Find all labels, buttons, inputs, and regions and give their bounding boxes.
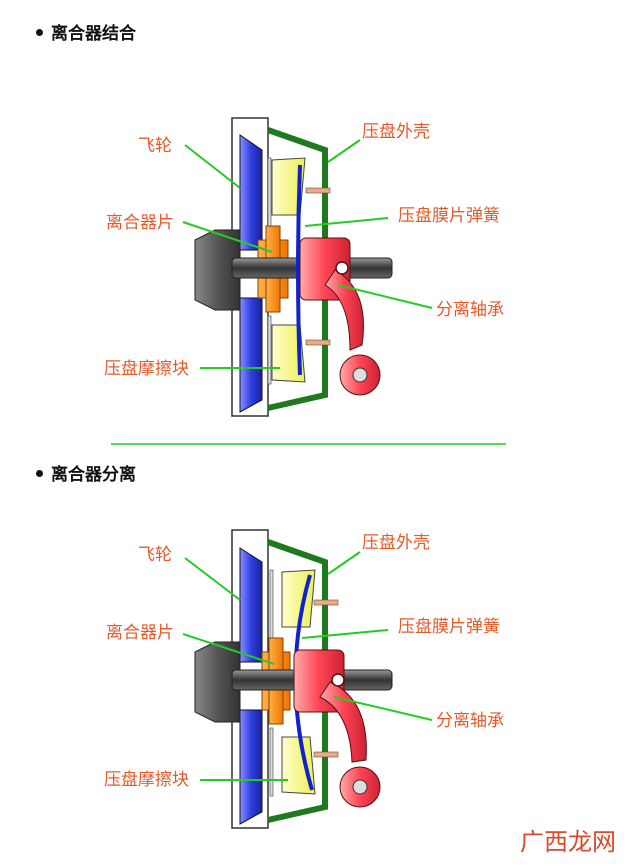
leader-lines-engaged <box>182 139 433 369</box>
heading-text: 离合器结合 <box>51 24 136 44</box>
watermark-text: 广西龙网 <box>520 828 616 856</box>
label-release-bearing: 分离轴承 <box>436 300 504 320</box>
clutch-diagram-engaged <box>195 118 392 416</box>
label-clutch-disc: 离合器片 <box>106 213 174 233</box>
section-heading-engaged: 离合器结合 <box>36 19 136 44</box>
label-clutch-disc: 离合器片 <box>106 623 174 643</box>
label-cover: 压盘外壳 <box>362 533 430 553</box>
label-diaphragm-spring: 压盘膜片弹簧 <box>398 617 500 637</box>
label-cover: 压盘外壳 <box>362 122 430 142</box>
clutch-diagram-disengaged <box>194 529 393 829</box>
label-diaphragm-spring: 压盘膜片弹簧 <box>398 206 500 226</box>
label-release-bearing: 分离轴承 <box>436 711 504 731</box>
label-friction-block: 压盘摩擦块 <box>104 770 189 790</box>
label-friction-block: 压盘摩擦块 <box>104 359 189 379</box>
label-flywheel: 飞轮 <box>138 545 172 565</box>
section-heading-disengaged: 离合器分离 <box>36 460 136 485</box>
leader-lines-disengaged <box>182 551 433 781</box>
bullet-icon <box>36 469 43 477</box>
label-flywheel: 飞轮 <box>138 136 172 156</box>
heading-text: 离合器分离 <box>51 465 136 485</box>
bullet-icon <box>36 28 43 36</box>
